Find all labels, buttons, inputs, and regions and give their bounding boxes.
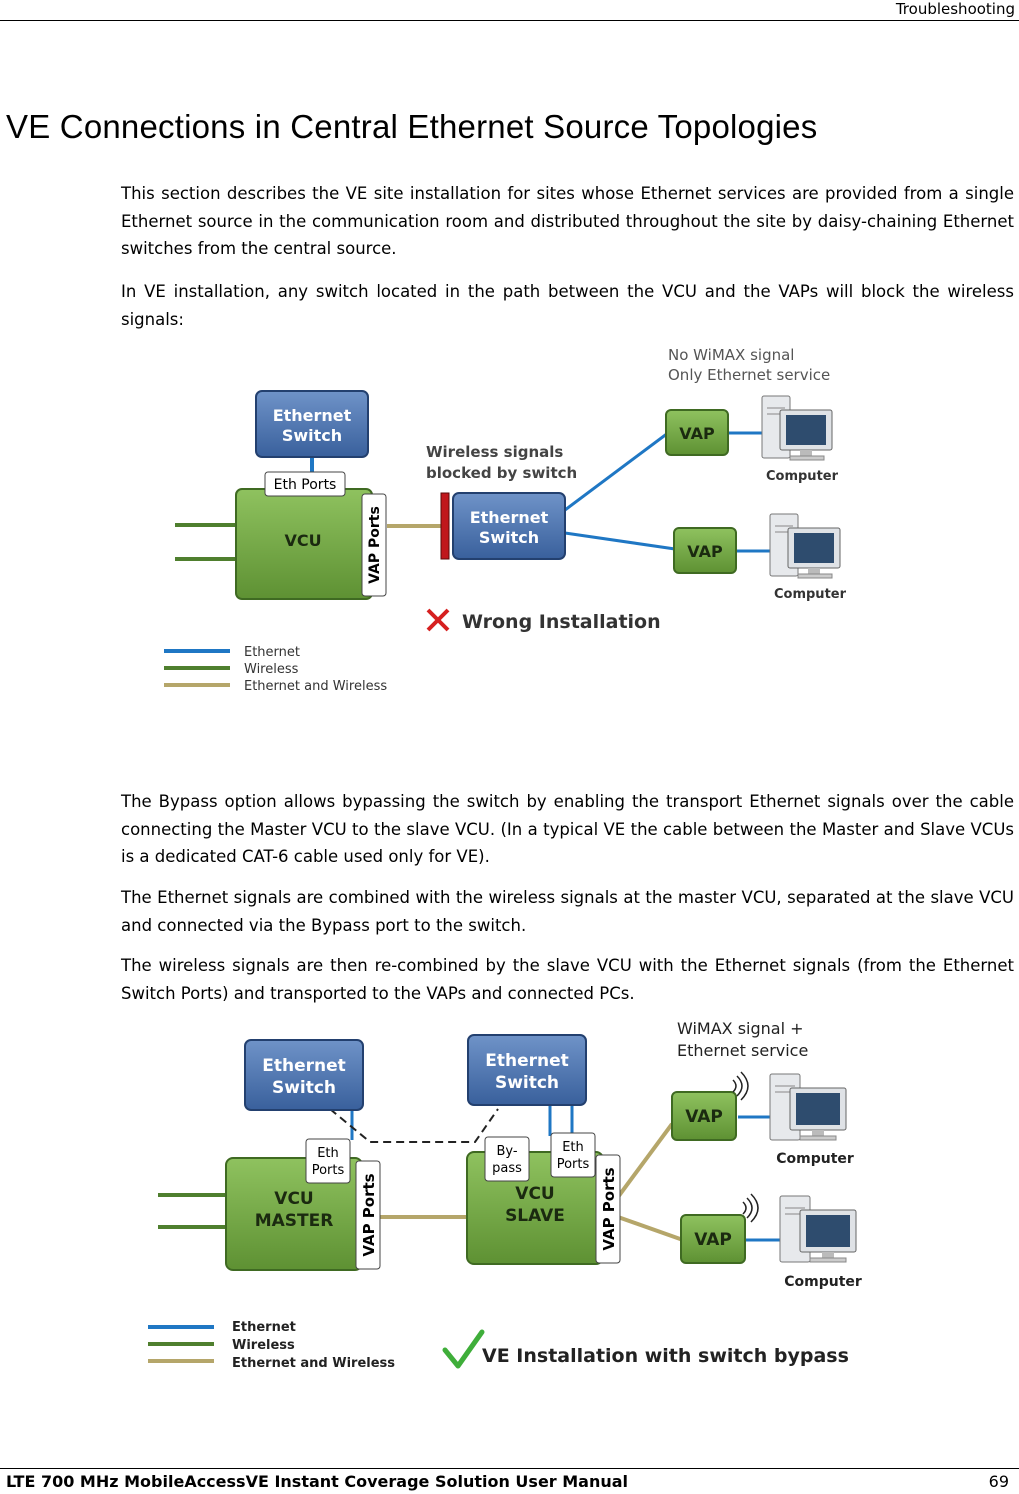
page-title: VE Connections in Central Ethernet Sourc… <box>6 108 818 145</box>
ethernet-switch-middle <box>452 492 566 560</box>
eth-ports-box <box>264 471 346 497</box>
footer-page-number: 69 <box>988 1472 1009 1491</box>
ethernet-switch-right <box>467 1034 587 1106</box>
wireless-signal-icon-b <box>742 1193 759 1223</box>
vap-b-label: VAP <box>694 1230 732 1250</box>
blocked-line-2: blocked by switch <box>426 464 577 482</box>
computer-1-icon <box>761 395 833 461</box>
footer-manual-title: LTE 700 MHz MobileAccessVE Instant Cover… <box>6 1472 629 1491</box>
header-section: Troubleshooting <box>895 0 1015 18</box>
checkmark-icon <box>442 1329 485 1369</box>
bypass-port-box <box>484 1136 530 1182</box>
legend2-combined: Ethernet and Wireless <box>232 1356 395 1371</box>
eth-ports-left-label-1: Eth <box>317 1146 339 1161</box>
page-header: Troubleshooting <box>0 0 1019 21</box>
computer-b-label: Computer <box>784 1274 862 1290</box>
vap-a <box>671 1091 737 1141</box>
paragraph-recombined: The wireless signals are then re-combine… <box>121 956 1014 1003</box>
eth-ports-left-label-2: Ports <box>312 1163 345 1178</box>
vcu-master-label-1: VCU <box>274 1189 313 1209</box>
computer-1-label: Computer <box>766 469 839 484</box>
vap-ports-master-box <box>355 1160 381 1270</box>
combined-slave-vap2 <box>617 1215 684 1242</box>
vap-2-label: VAP <box>687 542 723 561</box>
vap-b <box>680 1214 746 1264</box>
switch-top-label-1: Ethernet <box>273 406 352 425</box>
ethernet-link-vap1 <box>564 431 669 512</box>
switch-bypass-diagram: WiMAX signal + Ethernet service Ethernet… <box>148 1019 862 1371</box>
note2-line-1: WiMAX signal + <box>677 1019 804 1038</box>
vap-ports-box <box>361 493 387 597</box>
eth-ports-left-box <box>305 1138 351 1184</box>
note-line-1: No WiMAX signal <box>668 346 794 364</box>
eth-ports-label: Eth Ports <box>274 477 337 493</box>
wrong-installation-label: Wrong Installation <box>462 611 661 633</box>
eth-ports-right-label-1: Eth <box>562 1140 584 1155</box>
note2-line-2: Ethernet service <box>677 1041 808 1060</box>
vcu-master-label-2: MASTER <box>255 1211 334 1231</box>
switch-mid-label-2: Switch <box>479 528 539 547</box>
vap-ports-slave-label: VAP Ports <box>600 1167 618 1250</box>
computer-2-icon <box>769 513 841 579</box>
switch-left-label-2: Switch <box>272 1078 336 1098</box>
paragraph-bypass: The Bypass option allows bypassing the s… <box>121 792 1014 866</box>
ethernet-link-vap2 <box>564 531 676 551</box>
legend2-wireless: Wireless <box>232 1338 295 1353</box>
switch-top-label-2: Switch <box>282 426 342 445</box>
vap-1-label: VAP <box>679 424 715 443</box>
vcu-slave-label-2: SLAVE <box>505 1206 565 1226</box>
bypass-label-2: pass <box>492 1161 522 1176</box>
legend-combined: Ethernet and Wireless <box>244 679 387 694</box>
vap-ports-master-label: VAP Ports <box>360 1173 378 1256</box>
computer-a-icon <box>769 1073 847 1141</box>
note-line-2: Only Ethernet service <box>668 366 830 384</box>
blocker-bar <box>440 492 450 560</box>
footer-divider <box>0 1468 1019 1469</box>
legend-ethernet: Ethernet <box>244 645 300 660</box>
switch-mid-label-1: Ethernet <box>470 508 549 527</box>
vap-ports-slave-box <box>595 1154 621 1264</box>
blocked-line-1: Wireless signals <box>426 443 563 461</box>
bypass-label-1: By- <box>496 1144 517 1159</box>
vap-ports-label: VAP Ports <box>367 506 383 584</box>
bypass-cable-dashed <box>329 1108 499 1143</box>
paragraph-intro: This section describes the VE site insta… <box>121 184 1014 258</box>
switch-right-label-2: Switch <box>495 1073 559 1093</box>
legend-wireless: Wireless <box>244 662 299 677</box>
vcu-slave-label-1: VCU <box>515 1184 554 1204</box>
ethernet-switch-top <box>255 390 369 458</box>
switch-right-label-1: Ethernet <box>485 1051 569 1071</box>
wrong-installation-diagram: No WiMAX signal Only Ethernet service Et… <box>164 346 847 694</box>
wrong-x-icon <box>426 608 450 632</box>
legend2-ethernet: Ethernet <box>232 1320 296 1335</box>
computer-2-label: Computer <box>774 587 847 602</box>
vcu-label: VCU <box>284 531 321 550</box>
vap-a-label: VAP <box>685 1107 723 1127</box>
paragraph-switch-block: In VE installation, any switch located i… <box>121 282 1014 329</box>
eth-ports-right-box <box>550 1132 596 1178</box>
vap-1 <box>665 409 729 456</box>
switch-left-label-1: Ethernet <box>262 1056 346 1076</box>
wireless-signal-icon-a <box>732 1071 749 1101</box>
combined-slave-vap1 <box>616 1122 674 1199</box>
computer-b-icon <box>779 1195 857 1263</box>
bypass-installation-label: VE Installation with switch bypass <box>482 1345 849 1367</box>
vap-2 <box>673 527 737 574</box>
paragraph-combined: The Ethernet signals are combined with t… <box>121 888 1014 935</box>
ethernet-switch-left <box>244 1039 364 1111</box>
computer-a-label: Computer <box>776 1151 854 1167</box>
eth-ports-right-label-2: Ports <box>557 1157 590 1172</box>
